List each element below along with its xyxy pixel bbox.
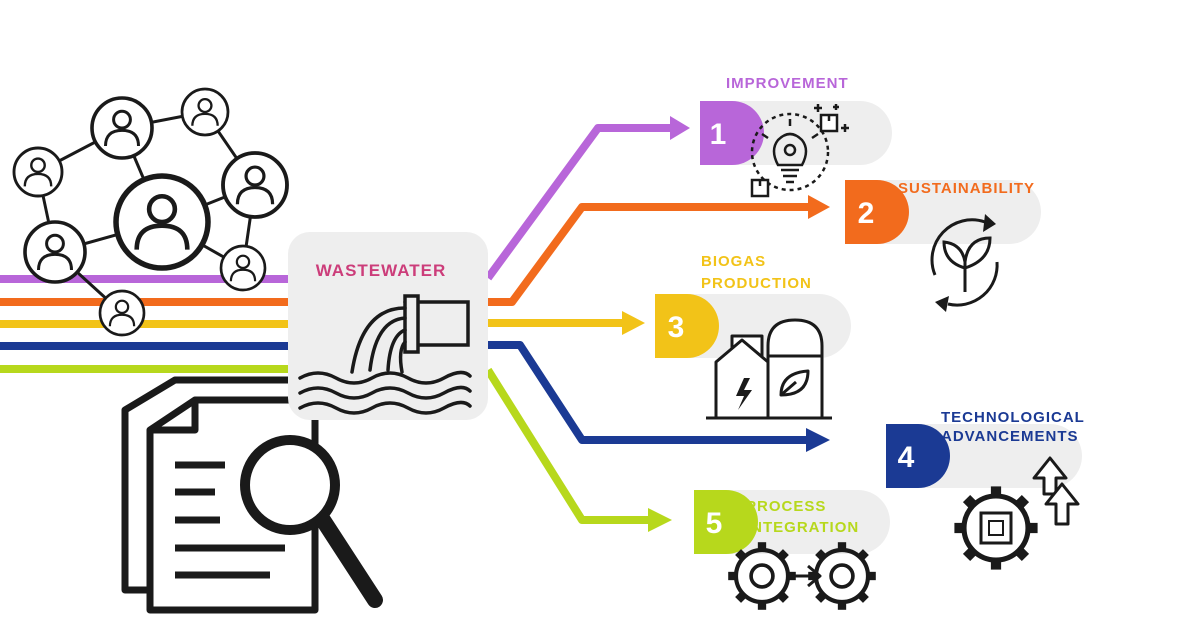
stripe-technological [0,342,300,350]
wastewater-node: WASTEWATER [288,232,488,420]
pipe-outflow-icon [298,294,472,415]
flow-arrow-technological [488,341,806,444]
label-sustainability: SUSTAINABILITY [898,180,1035,197]
label-line: SUSTAINABILITY [898,180,1035,197]
outcome-technological: 4 TECHNOLOGICAL ADVANCEMENTS [886,409,1090,570]
flow-arrow-improvement [484,124,670,281]
badge-3 [655,294,719,358]
badge-number-2: 2 [858,197,875,230]
stripe-sustainability [0,298,300,306]
badge-number-3: 3 [668,311,685,344]
label-biogas: BIOGAS PRODUCTION [701,253,812,292]
label-line: INTEGRATION [746,519,859,536]
label-process: PROCESS INTEGRATION [746,498,859,536]
flow-arrows [484,124,808,524]
flow-arrow-process [484,367,648,524]
arrow-heads [622,116,830,532]
stripe-biogas [0,320,300,328]
badge-5 [694,490,758,554]
wastewater-label: WASTEWATER [316,261,447,280]
label-line: PROCESS [746,498,826,515]
chip-gear-arrows-icon [954,456,1080,570]
document-search-icon [121,376,383,614]
stripe-improvement [0,275,300,283]
outcome-sustainability: 2 SUSTAINABILITY [845,180,1041,312]
badge-4 [886,424,950,488]
label-line: TECHNOLOGICAL [941,409,1085,426]
idea-lightbulb-gears-icon [750,104,849,198]
label-technological: TECHNOLOGICAL ADVANCEMENTS [941,409,1090,445]
label-improvement: IMPROVEMENT [726,75,849,92]
badge-number-1: 1 [710,118,727,151]
arrowhead-improvement [670,116,690,140]
outcome-improvement: 1 IMPROVEMENT [700,75,892,198]
outcome-biogas: 3 BIOGAS PRODUCTION [655,253,851,420]
arrowhead-technological [806,428,830,452]
flow-arrow-sustainability [488,203,808,306]
badge-number-4: 4 [898,441,915,474]
badge-1 [700,101,764,165]
badge-number-5: 5 [706,507,723,540]
label-line: PRODUCTION [701,275,812,292]
label-line: IMPROVEMENT [726,75,849,92]
label-line: ADVANCEMENTS [941,428,1079,445]
arrowhead-process [648,508,672,532]
stripe-process [0,365,300,373]
outcome-process: 5 PROCESS INTEGRATION [694,490,890,610]
people-network-icon [12,87,289,337]
process-gears-icon [728,542,876,610]
label-line: BIOGAS [701,253,766,270]
arrowhead-sustainability [808,195,830,219]
recycle-leaf-icon [930,214,999,312]
input-stripes [0,275,300,373]
biogas-plant-icon [706,318,832,420]
badge-2 [845,180,909,244]
arrowhead-biogas [622,311,645,335]
